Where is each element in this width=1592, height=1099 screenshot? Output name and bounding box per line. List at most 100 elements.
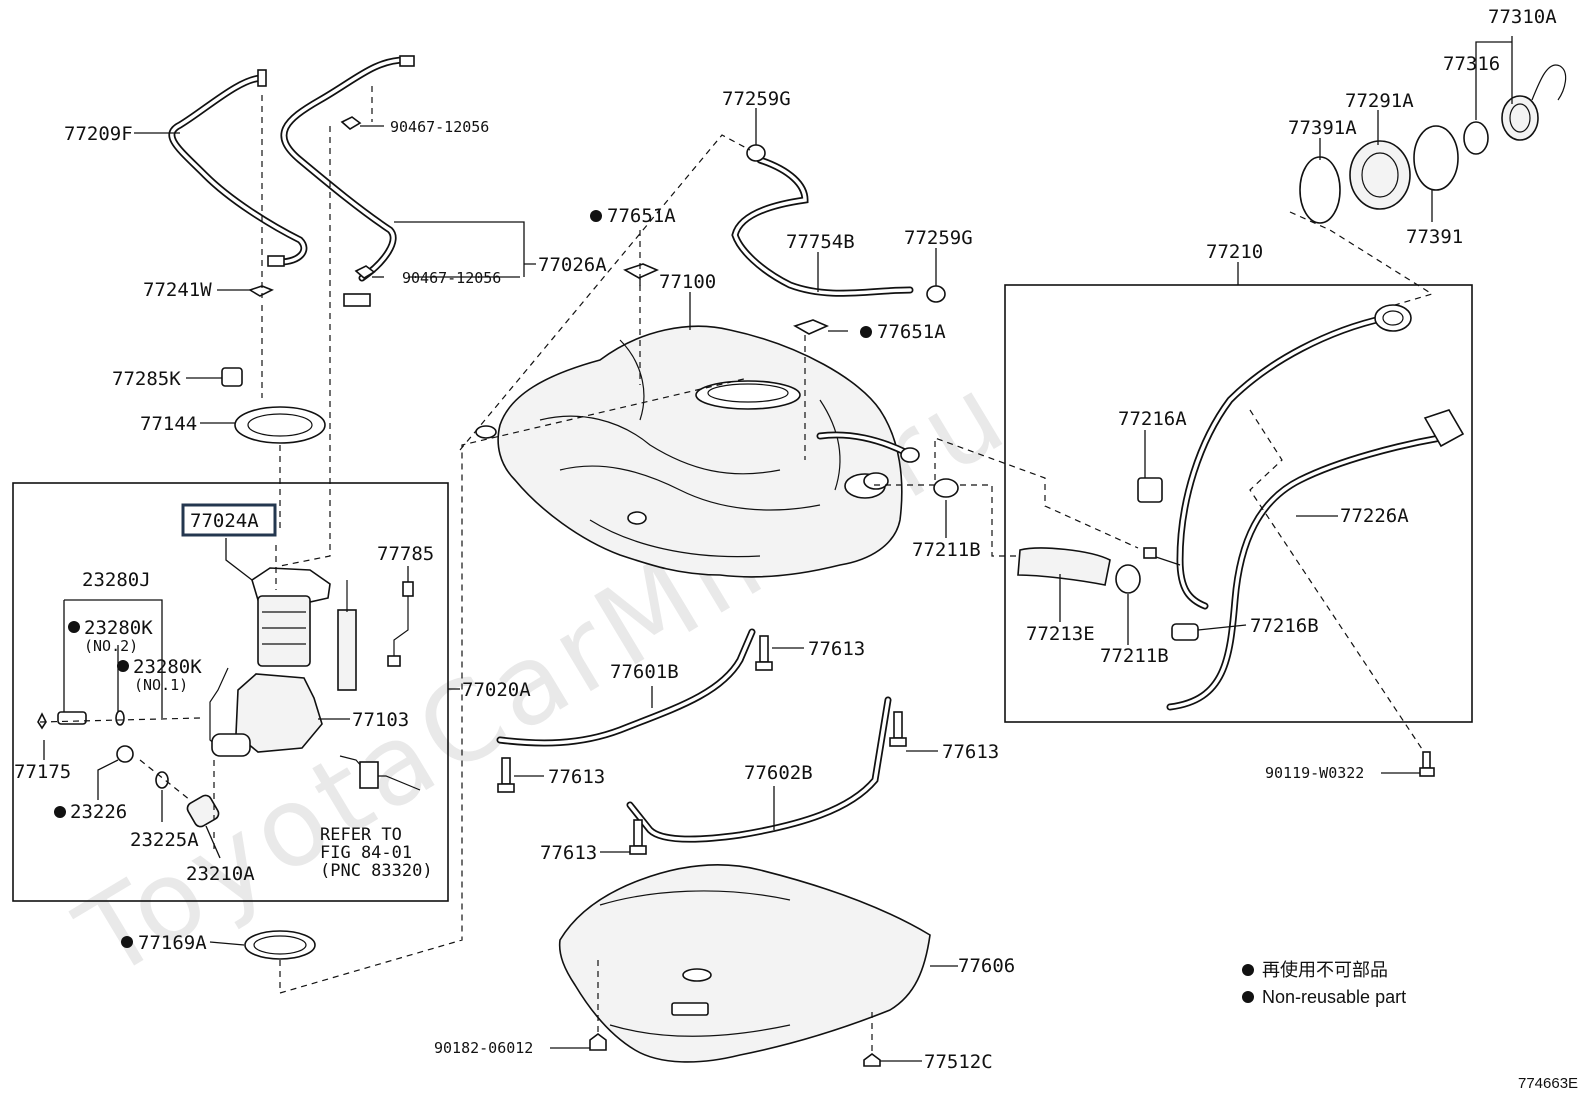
cushion-77651a-top[interactable] — [623, 263, 659, 279]
bolt-77613-d[interactable] — [629, 819, 647, 855]
label-no1: (NO.1) — [134, 676, 188, 694]
refer-note-line2: FIG 84-01 — [320, 843, 412, 863]
tank-under-cover[interactable] — [558, 864, 931, 1063]
fuel-pressure-regulator — [209, 667, 251, 757]
bolt-77613-b[interactable] — [889, 711, 907, 747]
label-77285k[interactable]: 77285K — [112, 368, 181, 390]
filler-pipe-clamp-77216b[interactable] — [1171, 623, 1199, 641]
label-77175[interactable]: 77175 — [14, 761, 71, 783]
fuel-inlet-pipe-77210[interactable] — [1176, 304, 1412, 610]
fuel-tube-77209f[interactable] — [168, 69, 308, 267]
label-77391a[interactable]: 77391A — [1288, 117, 1357, 139]
label-23280j[interactable]: 23280J — [82, 569, 151, 591]
bolt-90182-06012[interactable] — [589, 1033, 607, 1051]
label-23226[interactable]: 23226 — [70, 801, 127, 823]
label-77169a[interactable]: 77169A — [138, 932, 207, 954]
label-23225a[interactable]: 23225A — [130, 829, 199, 851]
label-77310a[interactable]: 77310A — [1488, 6, 1557, 28]
label-77211b-box[interactable]: 77211B — [1100, 645, 1169, 667]
label-77103[interactable]: 77103 — [352, 709, 409, 731]
clip-77512c[interactable] — [863, 1053, 881, 1067]
label-77020a[interactable]: 77020A — [462, 679, 531, 701]
tank-band-rear[interactable] — [626, 696, 892, 843]
fuel-tube-77026a[interactable] — [280, 55, 415, 282]
fuel-tank[interactable] — [475, 325, 920, 578]
o-ring-77391[interactable] — [1413, 125, 1459, 191]
retainer-ring-77144[interactable] — [234, 406, 326, 444]
hose-clamp-77259g-right[interactable] — [926, 285, 946, 303]
legend-dot — [1242, 964, 1254, 976]
label-77259g-right[interactable]: 77259G — [904, 227, 973, 249]
label-77026a[interactable]: 77026A — [538, 254, 607, 276]
assembly-line — [275, 445, 281, 590]
clamp-77241w[interactable] — [248, 285, 274, 297]
label-77606[interactable]: 77606 — [958, 955, 1015, 977]
fuel-pump-bracket — [337, 580, 357, 691]
filler-pipe-bracket-77216a[interactable] — [1137, 477, 1163, 503]
label-77226a[interactable]: 77226A — [1340, 505, 1409, 527]
fuel-pump-23225a[interactable] — [155, 771, 169, 789]
label-77259g-top[interactable]: 77259G — [722, 88, 791, 110]
gasket-77169a[interactable] — [244, 930, 316, 960]
label-77602b[interactable]: 77602B — [744, 762, 813, 784]
label-77651a-top[interactable]: 77651A — [607, 205, 676, 227]
label-77209f[interactable]: 77209F — [64, 123, 133, 145]
label-77512c[interactable]: 77512C — [924, 1051, 993, 1073]
breather-pipe-77226a[interactable] — [1166, 409, 1465, 711]
filter-23280j[interactable] — [57, 711, 87, 725]
label-77391[interactable]: 77391 — [1406, 226, 1463, 248]
label-77213e[interactable]: 77213E — [1026, 623, 1095, 645]
grommet-77285k[interactable] — [221, 367, 243, 387]
label-77785[interactable]: 77785 — [377, 543, 434, 565]
label-90119-w0322[interactable]: 90119-W0322 — [1265, 764, 1364, 782]
label-90467-12056-top[interactable]: 90467-12056 — [390, 118, 489, 136]
fuel-tank-cap-77310a[interactable] — [1501, 64, 1567, 141]
bolt-77613-a[interactable] — [755, 635, 773, 671]
label-77601b[interactable]: 77601B — [610, 661, 679, 683]
fuel-sender-gauge-77785[interactable] — [387, 581, 414, 667]
o-ring-23280k-no2[interactable] — [115, 710, 125, 726]
bolt-90119-w0322[interactable] — [1419, 751, 1435, 777]
hose-clamp-77211b-box[interactable] — [1115, 564, 1141, 594]
fuel-tank-vent-hose[interactable] — [731, 156, 914, 297]
label-77024a[interactable]: 77024A — [190, 510, 259, 532]
clip-90467-12056-top[interactable] — [340, 116, 362, 130]
label-90182-06012[interactable]: 90182-06012 — [434, 1039, 533, 1057]
clip-77175[interactable] — [37, 712, 47, 730]
non-reusable-mark — [68, 621, 80, 633]
label-23280k-no1[interactable]: 23280K — [133, 656, 202, 678]
label-77291a[interactable]: 77291A — [1345, 90, 1414, 112]
label-77144[interactable]: 77144 — [140, 413, 197, 435]
hose-clamp-77259g-top[interactable] — [746, 144, 766, 162]
label-77316[interactable]: 77316 — [1443, 53, 1500, 75]
label-77241w[interactable]: 77241W — [143, 279, 212, 301]
bolt-77613-c[interactable] — [497, 757, 515, 793]
label-77613-a[interactable]: 77613 — [808, 638, 865, 660]
label-77613-b[interactable]: 77613 — [942, 741, 999, 763]
o-ring-77391a[interactable] — [1299, 156, 1341, 224]
label-23280k-no2[interactable]: 23280K — [84, 617, 153, 639]
legend-english: Non-reusable part — [1262, 987, 1406, 1007]
highlight-box-77024a[interactable] — [181, 503, 277, 537]
label-23210a[interactable]: 23210A — [186, 863, 255, 885]
label-77651a-mid[interactable]: 77651A — [877, 321, 946, 343]
label-77216b[interactable]: 77216B — [1250, 615, 1319, 637]
cushion-77651a-mid[interactable] — [793, 319, 829, 335]
label-77100[interactable]: 77100 — [659, 271, 716, 293]
refer-note-line1: REFER TO — [320, 825, 402, 845]
label-77211b-mid[interactable]: 77211B — [912, 539, 981, 561]
clip-90467-12056-mid[interactable] — [354, 265, 376, 279]
fuel-inlet-ring-77291a[interactable] — [1349, 140, 1411, 210]
filler-hose-77213e[interactable] — [1017, 547, 1111, 586]
hose-clamp-77211b-mid[interactable] — [933, 478, 959, 498]
label-77754b[interactable]: 77754B — [786, 231, 855, 253]
label-77210[interactable]: 77210 — [1206, 241, 1263, 263]
fuel-pump-sub-assembly-77024a[interactable] — [251, 567, 331, 667]
tank-band-front[interactable] — [496, 628, 756, 747]
label-90467-12056-mid[interactable]: 90467-12056 — [402, 269, 501, 287]
gasket-77316[interactable] — [1463, 121, 1489, 155]
label-77216a[interactable]: 77216A — [1118, 408, 1187, 430]
label-77613-c[interactable]: 77613 — [548, 766, 605, 788]
label-77613-d[interactable]: 77613 — [540, 842, 597, 864]
o-ring-23226[interactable] — [116, 745, 134, 763]
